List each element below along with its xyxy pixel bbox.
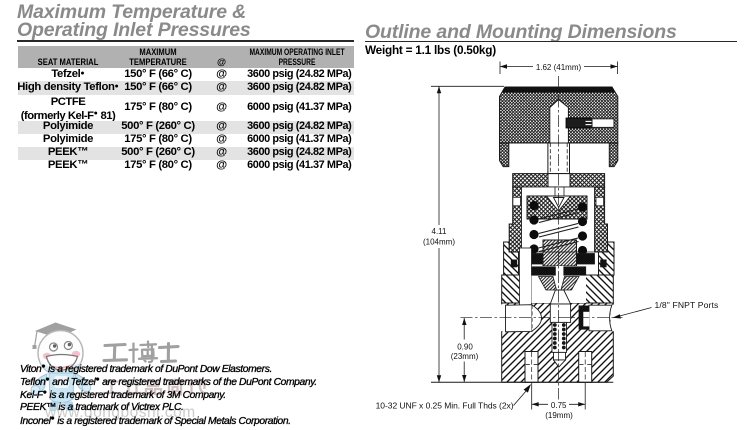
svg-text:www.gongboshi.com: www.gongboshi.com [44, 404, 196, 421]
svg-text:(23mm): (23mm) [451, 352, 479, 361]
svg-text:0.90: 0.90 [457, 343, 473, 352]
svg-text:(19mm): (19mm) [545, 411, 573, 420]
svg-text:1/8" FNPT Ports: 1/8" FNPT Ports [655, 300, 719, 310]
svg-text:1.62 (41mm): 1.62 (41mm) [536, 63, 582, 72]
svg-text:0.75: 0.75 [551, 401, 567, 410]
svg-text:(104mm): (104mm) [423, 237, 455, 246]
svg-text:10-32 UNF x 0.25 Min. Full Thd: 10-32 UNF x 0.25 Min. Full Thds (2x) [376, 400, 514, 410]
svg-text:4.11: 4.11 [432, 227, 448, 236]
